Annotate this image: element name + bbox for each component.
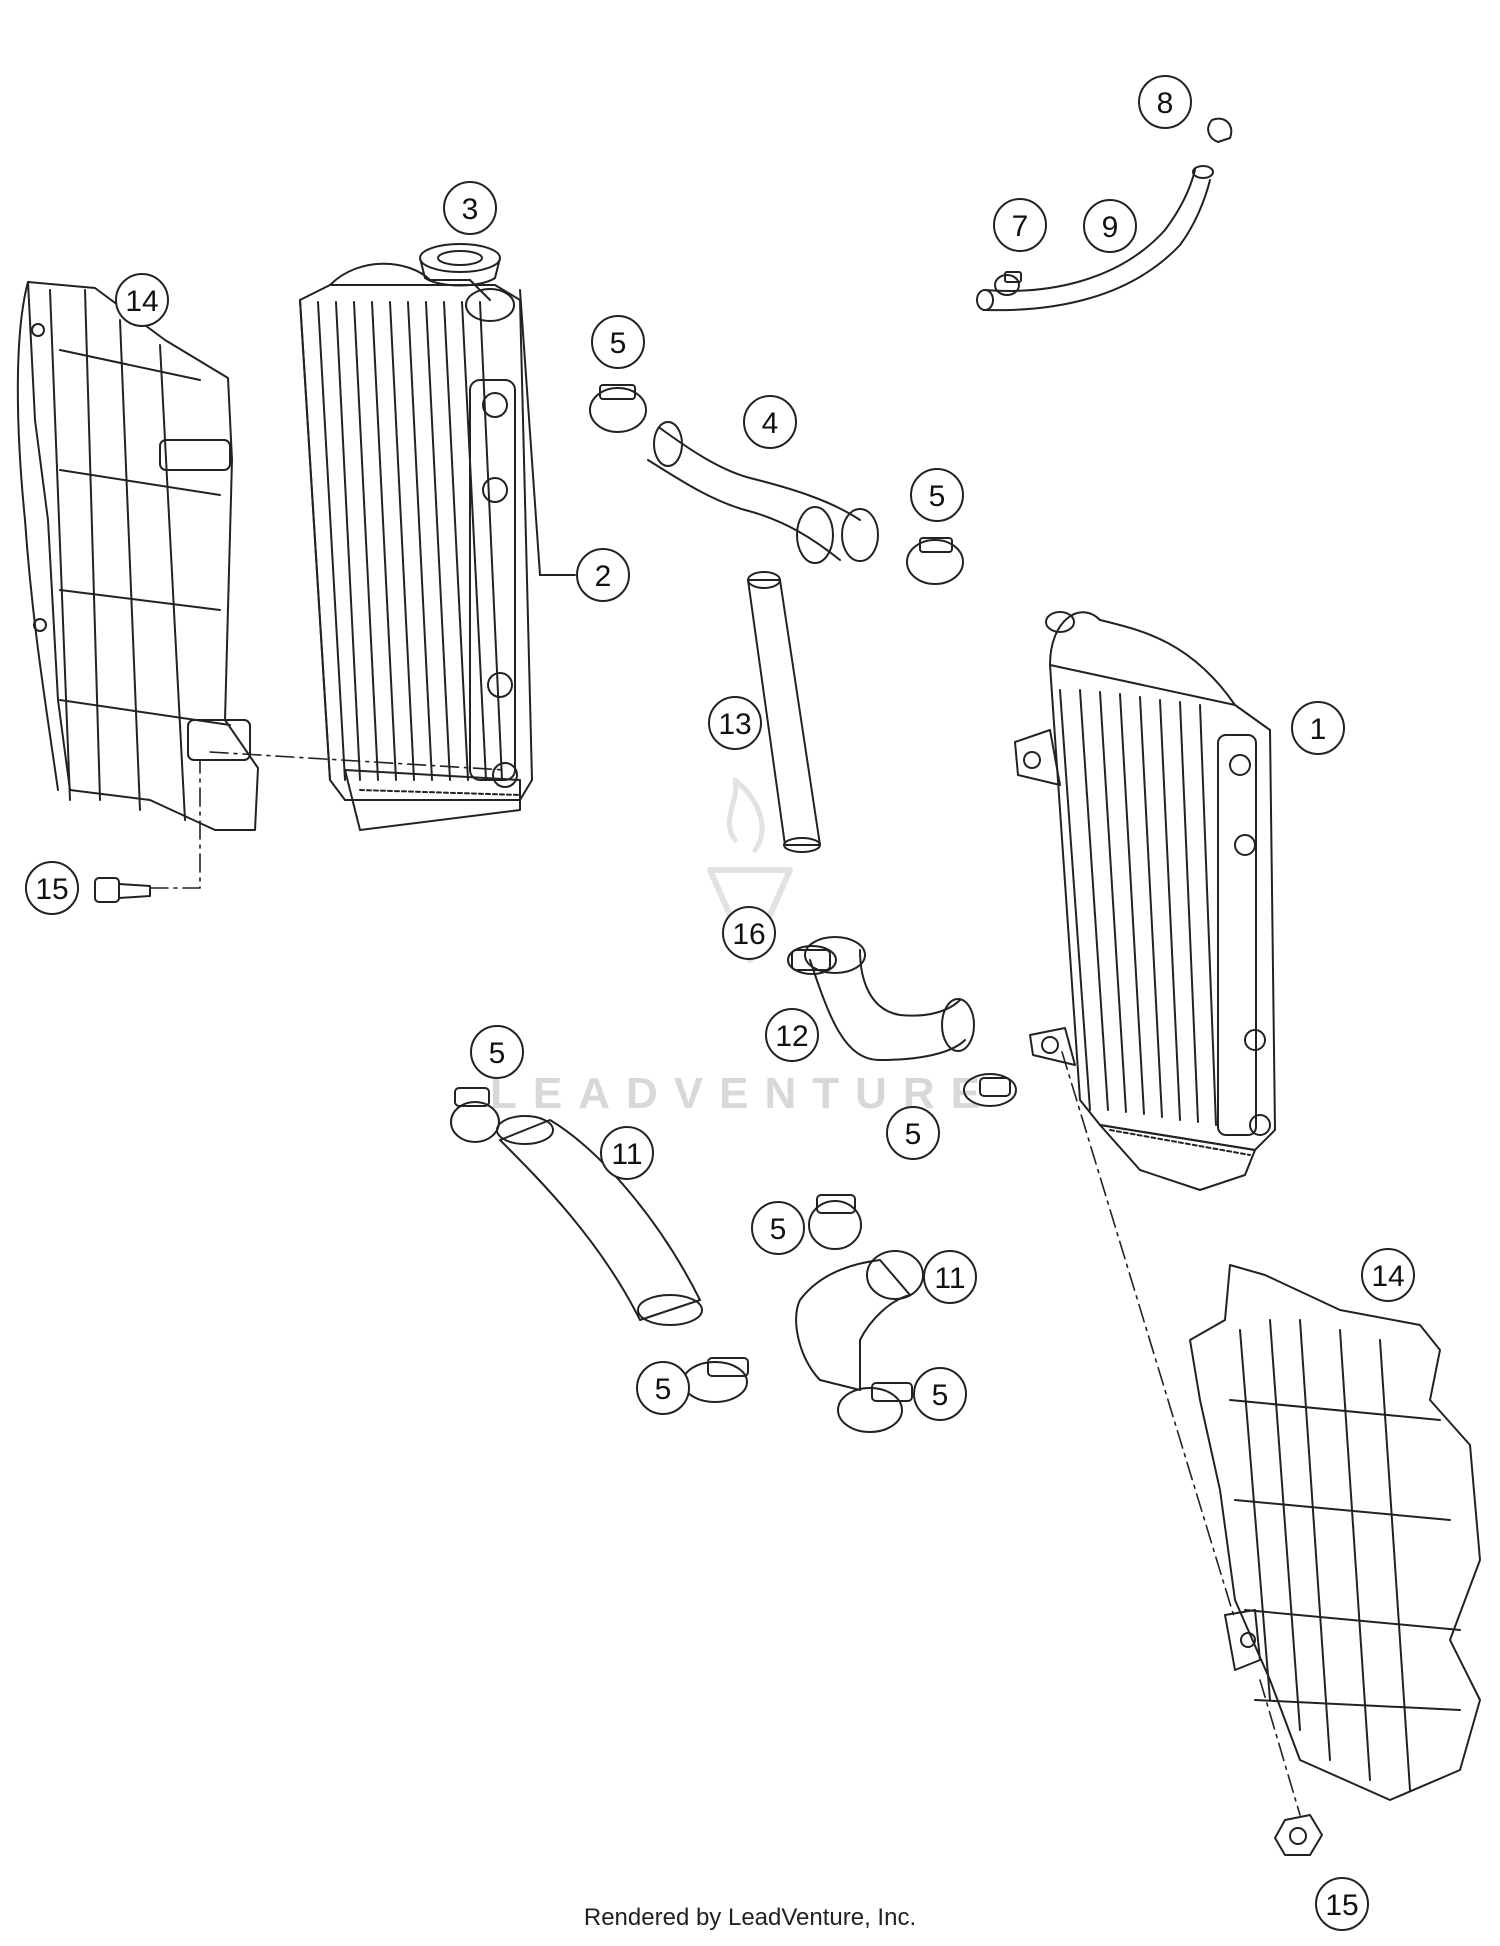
- svg-text:4: 4: [762, 407, 779, 440]
- svg-text:3: 3: [462, 193, 479, 226]
- svg-text:5: 5: [770, 1213, 787, 1246]
- svg-text:14: 14: [125, 285, 158, 318]
- hose-elbow-lower: [796, 1251, 923, 1390]
- svg-text:5: 5: [489, 1037, 506, 1070]
- callout-14-left: 14: [115, 273, 169, 327]
- radiator-shroud-left: [18, 282, 258, 830]
- callout-14-right: 14: [1361, 1248, 1415, 1302]
- hose-vertical: [748, 572, 820, 852]
- callout-13: 13: [708, 696, 762, 750]
- footer-credit: Rendered by LeadVenture, Inc.: [583, 1904, 917, 1931]
- svg-text:13: 13: [718, 708, 751, 741]
- radiator-cap: [420, 244, 500, 286]
- svg-text:8: 8: [1157, 87, 1174, 120]
- svg-text:12: 12: [775, 1020, 808, 1053]
- callout-8: 8: [1138, 75, 1192, 129]
- clamp-5-a: [590, 385, 646, 432]
- fitting-8: [1208, 119, 1231, 142]
- svg-text:15: 15: [35, 873, 68, 906]
- callout-5-g: 5: [913, 1367, 967, 1421]
- callout-11-a: 11: [600, 1126, 654, 1180]
- clamp-5-d: [964, 1074, 1016, 1106]
- svg-text:5: 5: [905, 1118, 922, 1151]
- callout-5-c: 5: [470, 1025, 524, 1079]
- svg-text:11: 11: [934, 1262, 965, 1295]
- svg-text:9: 9: [1102, 211, 1119, 244]
- bolt-15-left: [95, 878, 150, 902]
- clamp-16: [788, 946, 836, 974]
- callout-5-a: 5: [591, 315, 645, 369]
- hose-elbow-12: [805, 937, 974, 1060]
- callout-5-b: 5: [910, 468, 964, 522]
- svg-text:1: 1: [1310, 713, 1327, 746]
- clamp-5-g: [838, 1383, 912, 1432]
- svg-text:2: 2: [595, 560, 612, 593]
- overflow-hose: [977, 166, 1213, 310]
- radiator-right: [1015, 612, 1275, 1190]
- svg-text:5: 5: [655, 1373, 672, 1406]
- callout-2: 2: [576, 548, 630, 602]
- clamp-5-c: [451, 1088, 499, 1142]
- callout-5-d: 5: [886, 1106, 940, 1160]
- clamp-5-f: [683, 1358, 748, 1402]
- callout-11-b: 11: [923, 1250, 977, 1304]
- callout-3: 3: [443, 181, 497, 235]
- svg-text:7: 7: [1012, 210, 1029, 243]
- nut-15-right: [1275, 1815, 1322, 1855]
- callout-7: 7: [993, 198, 1047, 252]
- leader-lines: [149, 751, 1301, 1816]
- clamp-5-e: [809, 1195, 861, 1249]
- callout-16: 16: [722, 906, 776, 960]
- callout-5-e: 5: [751, 1201, 805, 1255]
- svg-text:14: 14: [1371, 1260, 1404, 1293]
- svg-text:16: 16: [732, 918, 765, 951]
- svg-text:11: 11: [611, 1138, 642, 1171]
- hose-lower-left: [497, 1116, 702, 1325]
- svg-text:5: 5: [610, 327, 627, 360]
- clamp-7: [995, 272, 1021, 295]
- callout-1: 1: [1291, 701, 1345, 755]
- callout-4: 4: [743, 395, 797, 449]
- watermark: LEADVENTURE: [490, 777, 996, 1118]
- callout-15-right: 15: [1315, 1877, 1369, 1931]
- callout-5-f: 5: [636, 1361, 690, 1415]
- svg-text:5: 5: [929, 480, 946, 513]
- callout-12: 12: [765, 1008, 819, 1062]
- svg-text:15: 15: [1325, 1889, 1358, 1922]
- radiator-left: [300, 264, 575, 830]
- callout-9: 9: [1083, 199, 1137, 253]
- watermark-text: LEADVENTURE: [490, 1069, 996, 1118]
- callout-15-left: 15: [25, 861, 79, 915]
- clamp-5-b: [907, 538, 963, 584]
- svg-text:5: 5: [932, 1379, 949, 1412]
- callouts: 14 3 5 4 2 5 7 9: [25, 75, 1415, 1931]
- hose-upper-connector: [648, 422, 878, 563]
- radiator-shroud-right: [1190, 1265, 1480, 1800]
